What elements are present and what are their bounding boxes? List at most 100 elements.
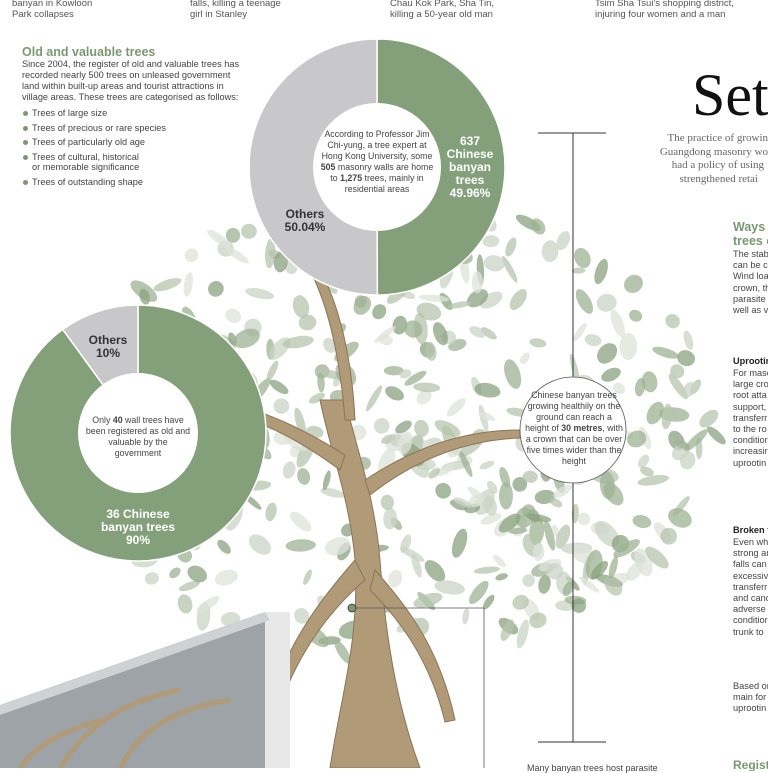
leaf (282, 461, 296, 479)
leaf (385, 386, 404, 401)
leaf (478, 411, 496, 421)
leaf (416, 389, 432, 405)
leaf (404, 320, 423, 338)
leaf (575, 289, 594, 314)
leaf (217, 539, 231, 554)
leaf (467, 486, 489, 505)
leaf (392, 315, 408, 335)
leaf (183, 272, 193, 297)
leaf (613, 382, 626, 395)
leaf (498, 513, 521, 533)
leaf (434, 580, 465, 595)
leaf (353, 295, 372, 315)
leaf (645, 546, 669, 569)
leaf (233, 328, 260, 349)
leaf (320, 488, 346, 498)
leaf (525, 513, 552, 522)
donut-chart-wall-trees (248, 38, 506, 296)
leaf (178, 580, 200, 592)
leaf (325, 537, 351, 556)
leaf (483, 495, 498, 516)
bottom-caption: Many banyan trees host parasite (527, 763, 658, 773)
leaf (400, 534, 412, 553)
leaf (446, 398, 466, 417)
leaf (245, 288, 275, 300)
leaf (509, 289, 527, 311)
trunk-pointer (347, 603, 485, 768)
uprooting-heading: Uprootin (733, 356, 768, 366)
leaf (462, 608, 470, 625)
subtitle-line: strengthened retai (679, 172, 759, 185)
uprooting-body: For maso large cro root atta support, tr… (733, 368, 768, 468)
leaf (413, 592, 443, 608)
leaf (532, 543, 545, 562)
broken-body: Even whe strong ar falls can excessive t… (733, 537, 768, 637)
leaf (153, 278, 182, 292)
leaf (555, 524, 571, 549)
leaf (482, 235, 500, 248)
leaf (699, 409, 719, 428)
leaf (435, 482, 452, 499)
leaf (273, 251, 288, 273)
leaf (378, 334, 393, 346)
leaf (459, 450, 473, 478)
leaf (551, 524, 559, 537)
leaf (449, 499, 468, 511)
leaf (512, 477, 528, 492)
subtitle-line: had a policy of using (671, 159, 764, 171)
leaf (660, 527, 677, 545)
subtitle-line: Guangdong masonry wo (659, 145, 768, 158)
leaf (500, 619, 514, 641)
leaf (282, 335, 314, 349)
leaf (478, 404, 489, 433)
leaf (404, 370, 427, 386)
leaf (684, 429, 708, 452)
leaf (613, 539, 640, 558)
leaf (308, 392, 325, 404)
donut-hole (78, 373, 198, 493)
list-item: Trees of cultural, historical or memorab… (22, 152, 247, 173)
leaf (196, 596, 220, 614)
leaf (552, 484, 573, 499)
leaf (571, 267, 586, 274)
leaf (520, 352, 530, 364)
based-body: Based or main for uprootin (733, 681, 768, 714)
height-callout-circle (519, 376, 627, 484)
leaf (538, 574, 551, 594)
donut1-center-text: According to Professor Jim Chi-yung, a t… (320, 129, 434, 194)
section-intro: Since 2004, the register of old and valu… (22, 59, 240, 102)
leaf (265, 238, 276, 269)
leaf (373, 417, 390, 434)
donut-chart-registered-trees (9, 304, 267, 562)
leaf (303, 569, 312, 585)
list-item: Trees of particularly old age (22, 137, 247, 148)
leaf (435, 464, 455, 476)
section-heading: Old and valuable trees (22, 45, 156, 59)
leaf (184, 248, 199, 263)
leaf (562, 581, 574, 597)
timeline-item: falls, killing a teenage girl in Stanley (190, 0, 281, 20)
leaf (372, 304, 387, 320)
leaf (577, 512, 591, 526)
leaf (289, 511, 312, 532)
leaf (578, 576, 600, 593)
leaf (292, 295, 310, 319)
leaf (273, 398, 290, 414)
leaf (241, 223, 257, 239)
leaf (322, 470, 331, 491)
leaf (418, 294, 450, 302)
leaf (480, 327, 497, 340)
leaf (214, 569, 238, 586)
leaf (670, 364, 685, 379)
leaf (294, 607, 310, 624)
subtitle: The practice of growin Guangdong masonry… (660, 132, 768, 186)
ways-body: The stab can be c Wind loa crown, th par… (733, 249, 768, 316)
timeline-item: banyan in Kowloon Park collapses (12, 0, 93, 20)
leaf (207, 229, 231, 248)
leaf (323, 337, 337, 353)
category-list: Trees of large size Trees of precious or… (22, 108, 247, 187)
leaf (294, 407, 307, 438)
